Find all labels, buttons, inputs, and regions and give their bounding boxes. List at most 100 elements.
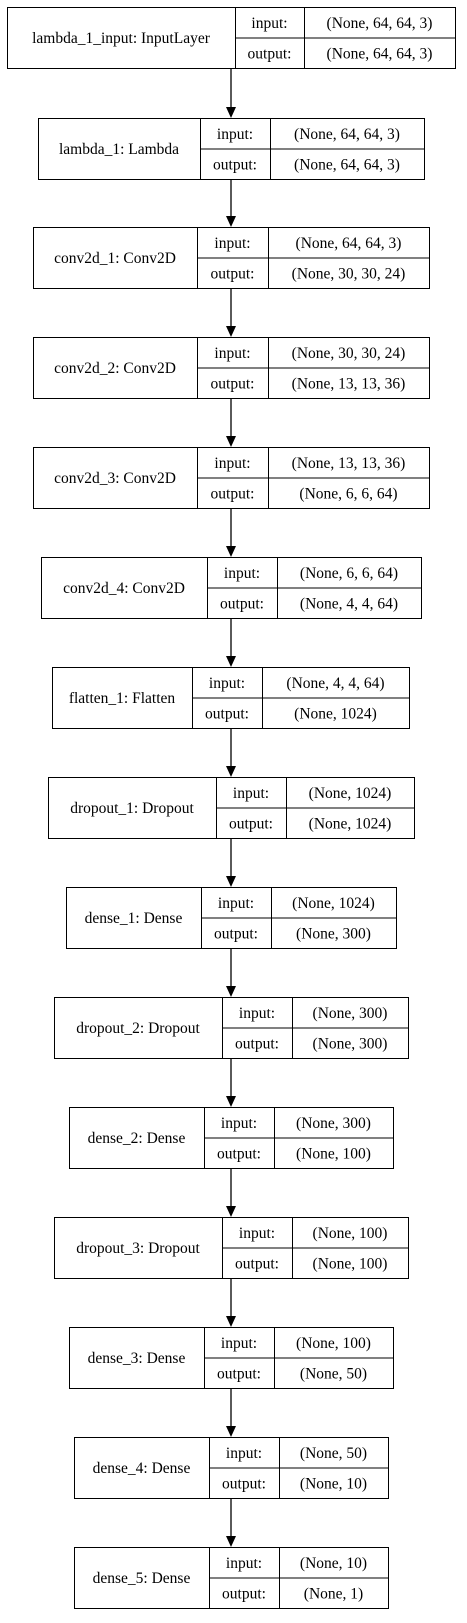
output-port-label: output:: [211, 485, 255, 502]
input-shape-value: (None, 300): [296, 1115, 371, 1132]
edge-arrow: [226, 180, 236, 227]
input-port-label: input:: [226, 1445, 262, 1462]
layer-node-conv2d_4: conv2d_4: Conv2D input: (None, 6, 6, 64) ou…: [41, 557, 422, 619]
input-shape-value: (None, 64, 64, 3): [296, 235, 402, 252]
input-shape-value: (None, 50): [300, 1445, 367, 1462]
output-shape-value: (None, 100): [313, 1255, 388, 1272]
output-shape-value: (None, 300): [313, 1035, 388, 1052]
output-shape-value: (None, 10): [300, 1475, 367, 1492]
layer-name-label: dropout_2: Dropout: [76, 1020, 200, 1037]
edge-arrow: [226, 1059, 236, 1107]
output-shape-value: (None, 100): [296, 1145, 371, 1162]
output-shape-value: (None, 13, 13, 36): [292, 375, 406, 392]
layer-node-lambda_1: lambda_1: Lambda input: (None, 64, 64, 3) o…: [38, 118, 425, 180]
output-shape-value: (None, 50): [300, 1365, 367, 1382]
input-shape-value: (None, 10): [300, 1555, 367, 1572]
layer-node-dense_1: dense_1: Dense input: (None, 1024) output: (…: [66, 887, 397, 949]
input-port-label: input:: [217, 126, 253, 143]
arrowhead-icon: [226, 546, 236, 557]
arrowhead-icon: [226, 1316, 236, 1327]
edge-arrow: [226, 1499, 236, 1547]
arrowhead-icon: [226, 766, 236, 777]
layer-name-label: dropout_1: Dropout: [70, 800, 194, 817]
edge-arrow: [226, 619, 236, 667]
edge-arrow: [226, 1169, 236, 1217]
edge-arrow: [226, 1279, 236, 1327]
input-port-label: input:: [233, 785, 269, 802]
arrowhead-icon: [226, 216, 236, 227]
edge-arrow: [226, 399, 236, 447]
output-port-label: output:: [211, 375, 255, 392]
input-port-label: input:: [226, 1555, 262, 1572]
output-port-label: output:: [213, 156, 257, 173]
output-shape-value: (None, 1024): [309, 815, 392, 832]
layer-name-label: dense_5: Dense: [93, 1570, 191, 1587]
input-port-label: input:: [239, 1225, 275, 1242]
output-port-label: output:: [220, 595, 264, 612]
layer-name-label: lambda_1: Lambda: [59, 141, 179, 158]
layer-name-label: conv2d_3: Conv2D: [54, 470, 176, 487]
layer-node-conv2d_3: conv2d_3: Conv2D input: (None, 13, 13, 36)…: [33, 447, 430, 509]
layer-name-label: dense_1: Dense: [85, 910, 183, 927]
output-shape-value: (None, 64, 64, 3): [294, 156, 400, 173]
layer-node-dropout_1: dropout_1: Dropout input: (None, 1024) outp…: [48, 777, 415, 839]
layer-name-label: lambda_1_input: InputLayer: [32, 30, 211, 47]
edge-arrow: [226, 289, 236, 337]
layer-name-label: conv2d_2: Conv2D: [54, 360, 176, 377]
edge-arrow: [226, 839, 236, 887]
output-port-label: output:: [214, 925, 258, 942]
layer-node-flatten_1: flatten_1: Flatten input: (None, 4, 4, 64)…: [52, 667, 410, 729]
input-shape-value: (None, 1024): [292, 895, 375, 912]
input-shape-value: (None, 4, 4, 64): [286, 675, 384, 692]
arrowhead-icon: [226, 1206, 236, 1217]
input-port-label: input:: [218, 895, 254, 912]
output-port-label: output:: [205, 705, 249, 722]
arrowhead-icon: [226, 1536, 236, 1547]
input-shape-value: (None, 30, 30, 24): [292, 345, 406, 362]
input-port-label: input:: [214, 455, 250, 472]
input-port-label: input:: [209, 675, 245, 692]
arrowhead-icon: [226, 876, 236, 887]
layer-name-label: flatten_1: Flatten: [69, 690, 176, 707]
input-port-label: input:: [221, 1335, 257, 1352]
layer-name-label: conv2d_1: Conv2D: [54, 250, 176, 267]
input-shape-value: (None, 64, 64, 3): [294, 126, 400, 143]
output-port-label: output:: [229, 815, 273, 832]
output-shape-value: (None, 300): [296, 925, 371, 942]
arrowhead-icon: [226, 1426, 236, 1437]
edges-layer: [226, 69, 236, 1547]
output-port-label: output:: [248, 45, 292, 62]
layer-name-label: conv2d_4: Conv2D: [63, 580, 185, 597]
input-shape-value: (None, 100): [296, 1335, 371, 1352]
layer-name-label: dropout_3: Dropout: [76, 1240, 200, 1257]
input-port-label: input:: [224, 565, 260, 582]
edge-arrow: [226, 729, 236, 777]
output-shape-value: (None, 30, 30, 24): [292, 265, 406, 282]
edge-arrow: [226, 509, 236, 557]
output-shape-value: (None, 64, 64, 3): [327, 45, 433, 62]
input-shape-value: (None, 300): [313, 1005, 388, 1022]
output-shape-value: (None, 4, 4, 64): [300, 595, 398, 612]
edge-arrow: [226, 1389, 236, 1437]
input-shape-value: (None, 13, 13, 36): [292, 455, 406, 472]
nodes-layer: lambda_1_input: InputLayer input: (None, 6…: [7, 7, 456, 1609]
arrowhead-icon: [226, 656, 236, 667]
output-port-label: output:: [217, 1365, 261, 1382]
arrowhead-icon: [226, 436, 236, 447]
input-shape-value: (None, 1024): [309, 785, 392, 802]
input-shape-value: (None, 64, 64, 3): [327, 15, 433, 32]
output-port-label: output:: [235, 1035, 279, 1052]
input-shape-value: (None, 100): [313, 1225, 388, 1242]
output-port-label: output:: [222, 1475, 266, 1492]
arrowhead-icon: [226, 326, 236, 337]
edge-arrow: [226, 69, 236, 118]
input-shape-value: (None, 6, 6, 64): [300, 565, 398, 582]
arrowhead-icon: [226, 107, 236, 118]
